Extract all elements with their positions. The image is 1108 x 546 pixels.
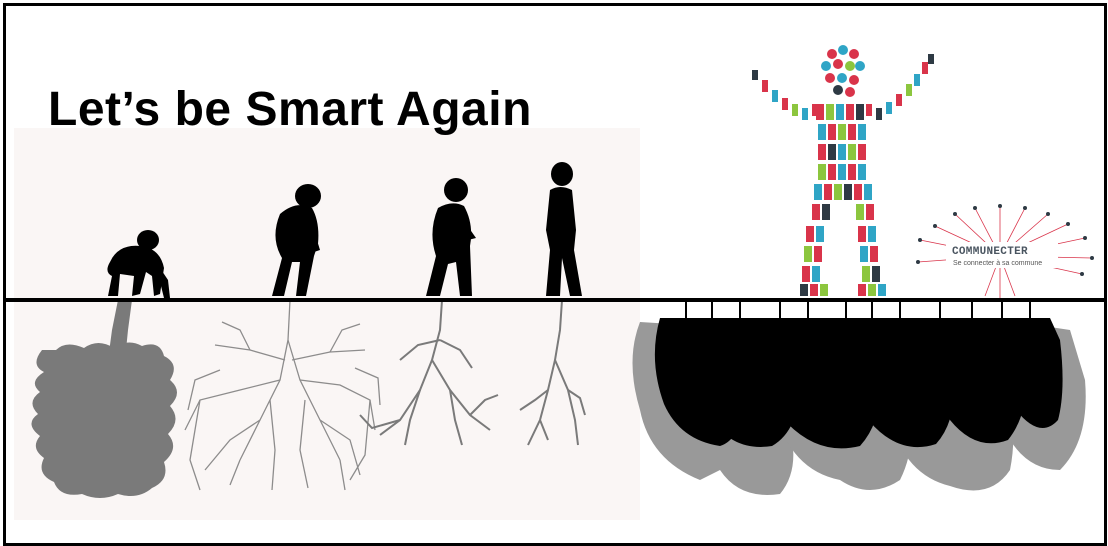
- crowd-arms: [752, 54, 934, 120]
- root-reflections: [31, 299, 586, 498]
- communecter-logo-tagline: Se connecter à sa commune: [953, 260, 1043, 267]
- ground-line: [6, 298, 1104, 302]
- branch-roots-4: [519, 299, 586, 446]
- page-title: Let’s be Smart Again: [48, 83, 532, 136]
- branch-roots-3: [359, 299, 499, 446]
- crowd-torso: [812, 104, 874, 220]
- logo-backdrop: [946, 242, 1058, 268]
- crowd-person-figure: [752, 45, 934, 296]
- outer-frame: [3, 3, 1107, 546]
- human-silhouette: [546, 162, 582, 296]
- communecter-logo-name: COMMUNECTER: [952, 246, 1028, 258]
- hominid-silhouette: [272, 184, 321, 296]
- crown-stems: [685, 302, 1031, 322]
- branch-roots-2: [184, 299, 381, 491]
- bush-roots-1: [31, 300, 177, 498]
- evolution-figures: [107, 162, 582, 298]
- chimp-silhouette: [107, 230, 170, 298]
- neanderthal-silhouette: [426, 178, 476, 296]
- crowd-legs: [800, 226, 886, 296]
- crowd-head: [821, 45, 865, 97]
- crown-silhouettes: [654, 318, 1063, 449]
- inverted-crowns: [632, 302, 1086, 495]
